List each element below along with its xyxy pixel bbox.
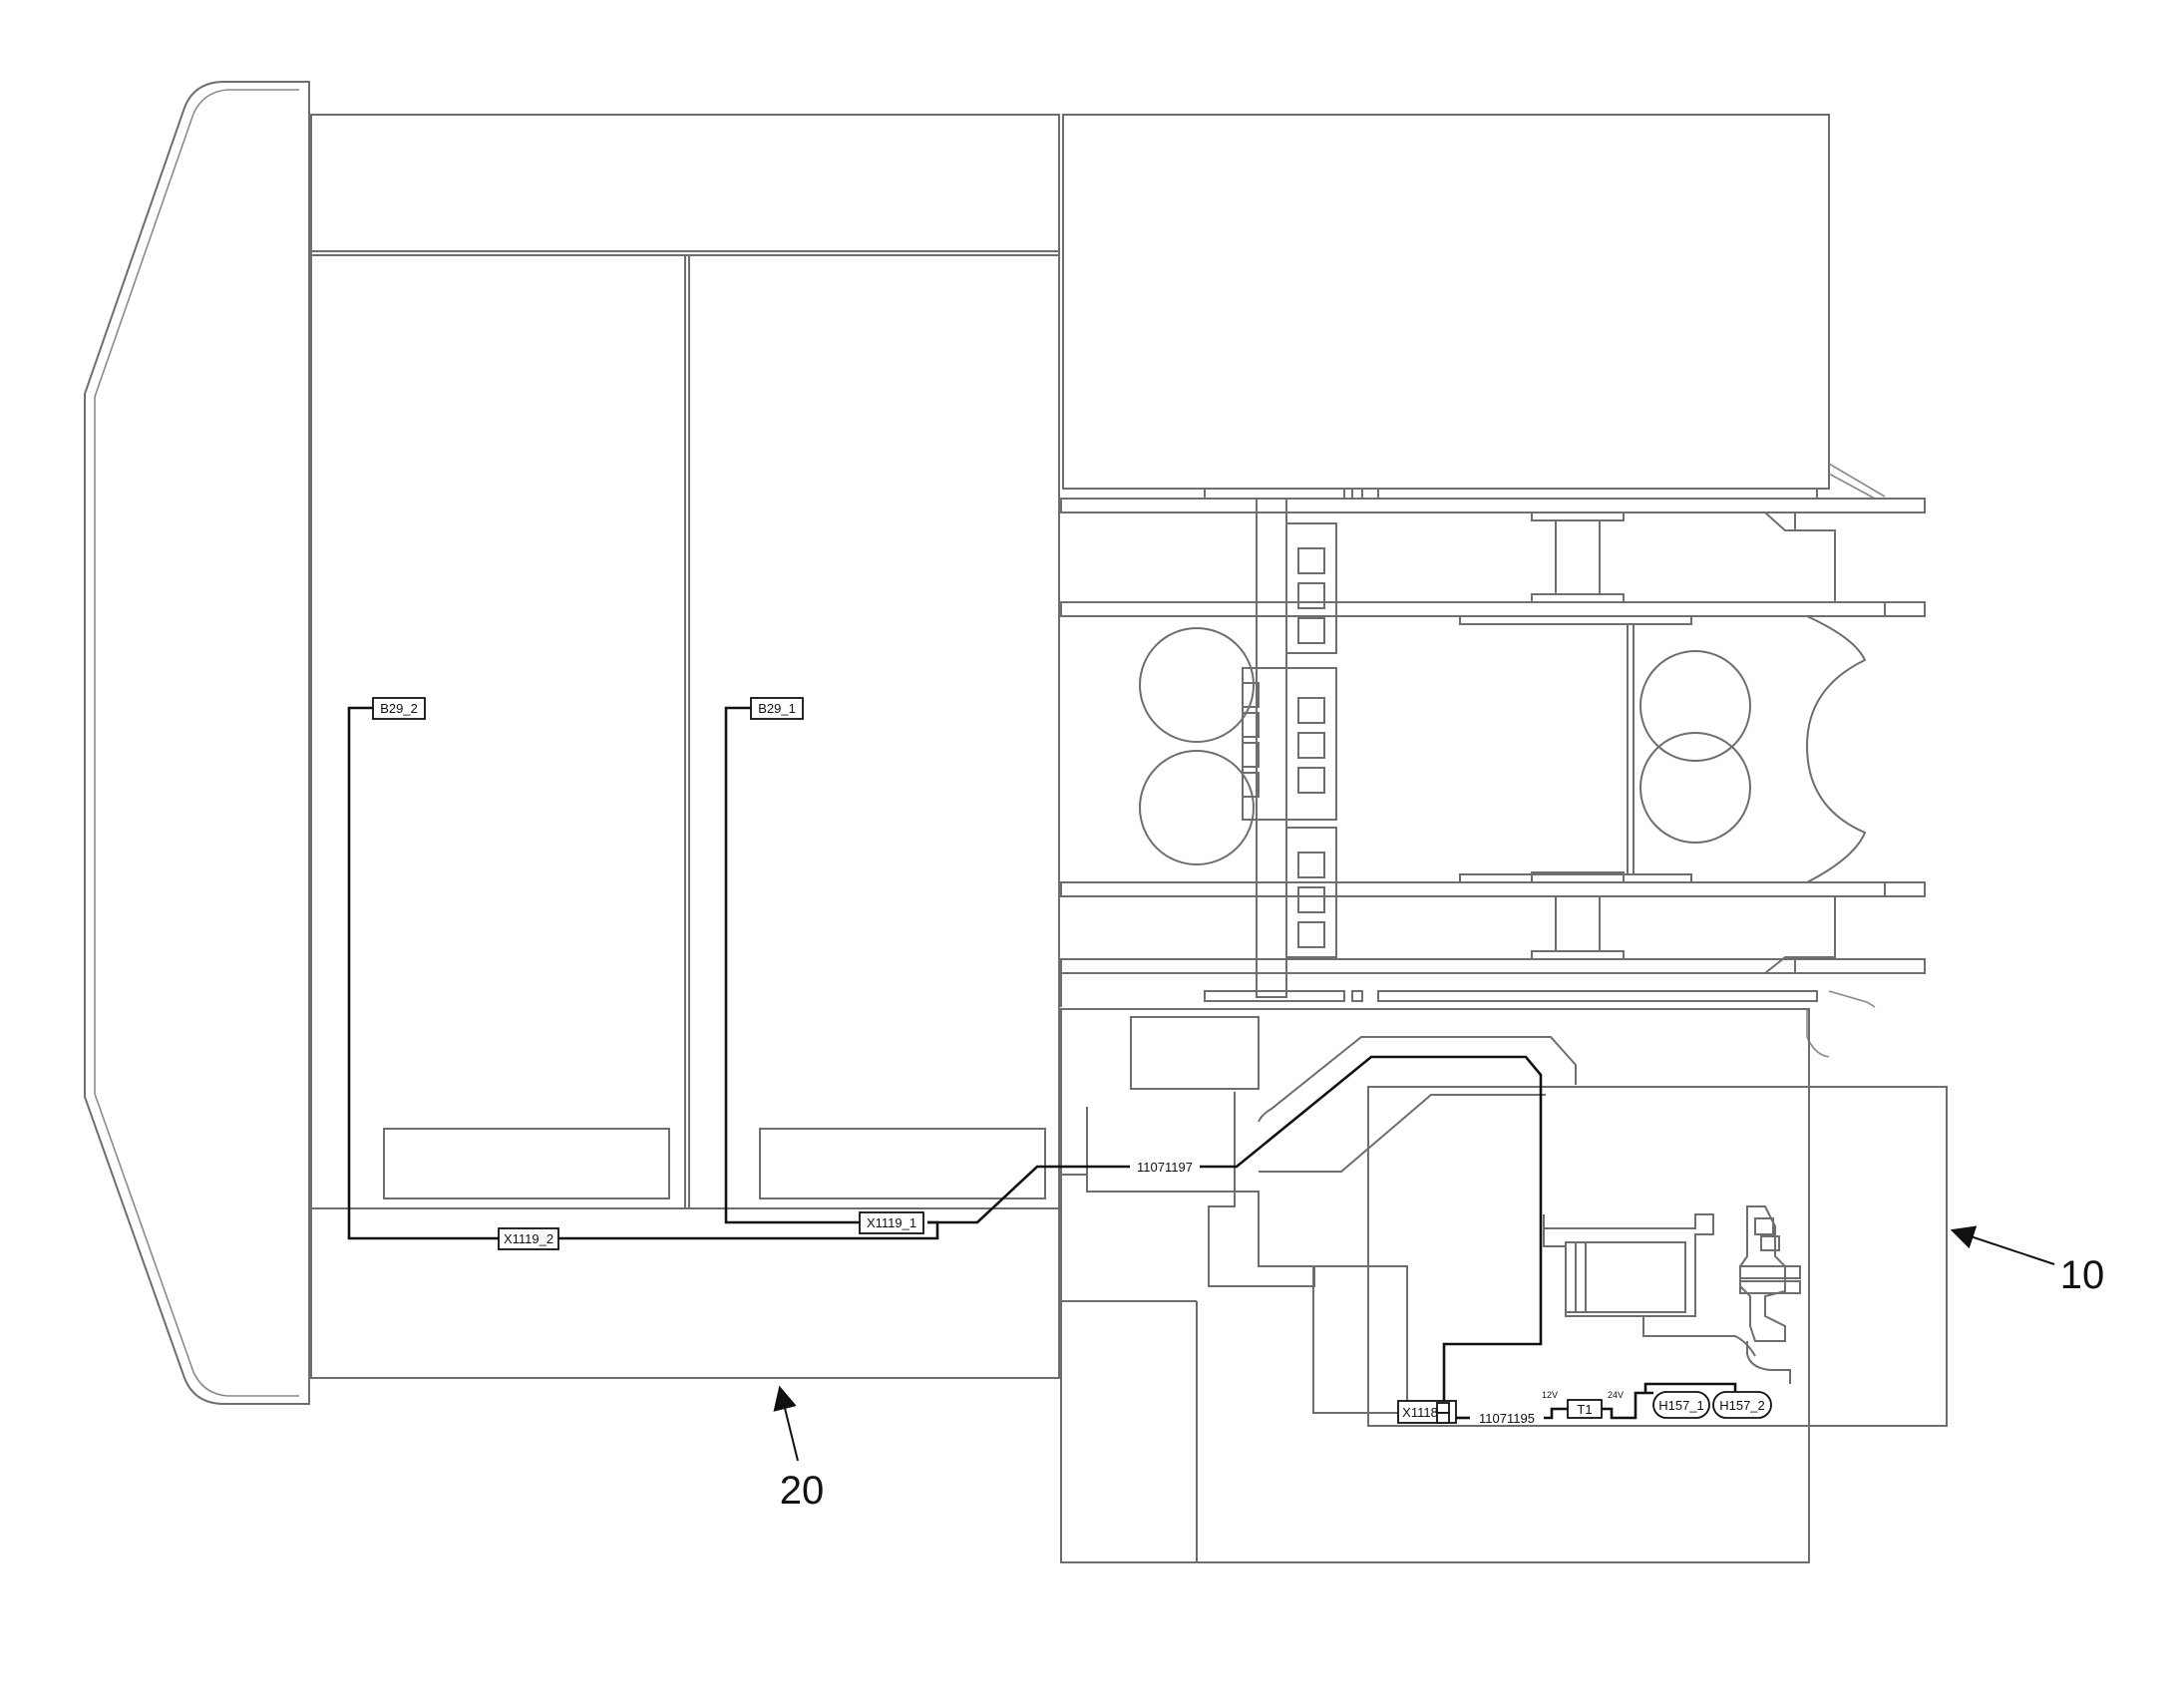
harness-11071197-label: 11071197: [1137, 1160, 1193, 1175]
transformer-t1-label: T1: [1577, 1402, 1592, 1417]
battery-compartment: [310, 114, 1060, 1379]
connector-x1119-1-label: X1119_1: [867, 1215, 916, 1230]
transformer-t1: 12V T1 24V: [1542, 1390, 1624, 1419]
harness-11071197: 11071197: [1130, 1157, 1200, 1177]
harness-11071195: 11071195: [1479, 1411, 1535, 1426]
upper-right-panel: [1062, 114, 1886, 500]
connector-x1119-1: X1119_1: [859, 1211, 924, 1234]
callout-20-number: 20: [780, 1469, 825, 1513]
cab-front-outline: [84, 81, 310, 1405]
callout-10: 10: [1950, 1225, 2105, 1297]
lamp-h157-1: H157_1: [1652, 1391, 1710, 1419]
connector-x1119-2: X1119_2: [498, 1227, 559, 1250]
lamp-h157-2: H157_2: [1712, 1391, 1772, 1419]
lamp-h157-1-label: H157_1: [1658, 1398, 1704, 1413]
wiring-harness-battery: [347, 706, 1130, 1240]
voltage-24v-label: 24V: [1608, 1390, 1624, 1400]
connector-x1119-2-label: X1119_2: [504, 1231, 553, 1246]
callout-20: 20: [773, 1385, 825, 1513]
harness-11071195-label: 11071195: [1479, 1411, 1535, 1426]
connector-x1118: X1118: [1397, 1400, 1457, 1424]
connector-x1118-label: X1118: [1402, 1405, 1438, 1420]
connector-b29-2: B29_2: [372, 697, 426, 720]
wiring-harness-11071195: [1456, 1382, 1737, 1420]
lamp-h157-2-label: H157_2: [1719, 1398, 1765, 1413]
callout-10-number: 10: [2060, 1253, 2105, 1297]
connector-b29-1: B29_1: [750, 697, 804, 720]
connector-b29-1-label: B29_1: [758, 701, 796, 716]
connector-b29-2-label: B29_2: [380, 701, 418, 716]
control-housing: [1060, 1008, 1948, 1563]
chassis-frame: [1060, 488, 1926, 1058]
voltage-12v-label: 12V: [1542, 1390, 1558, 1400]
wiring-harness-11071197: [1200, 1055, 1543, 1401]
